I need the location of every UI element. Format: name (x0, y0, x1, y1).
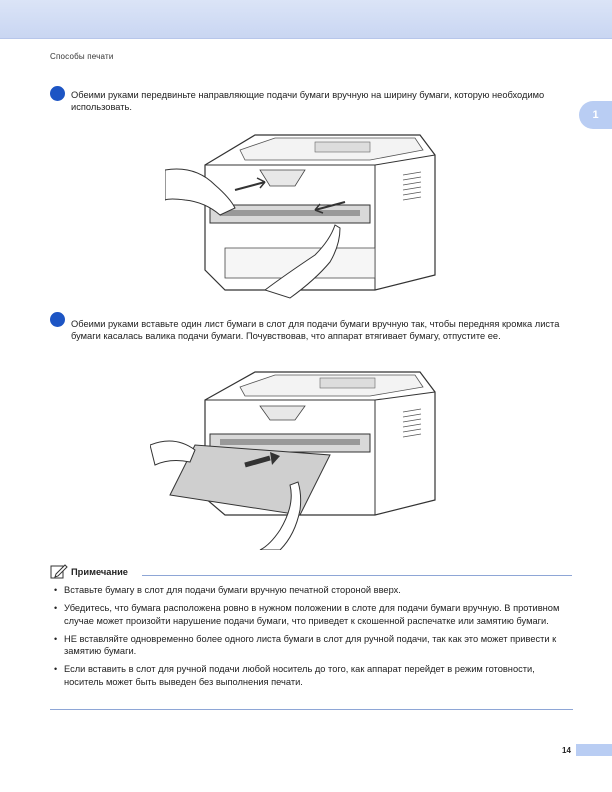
note-list: Вставьте бумагу в слот для подачи бумаги… (54, 584, 566, 694)
printer-illustration-guides (165, 134, 436, 299)
page-number-band (576, 744, 612, 756)
header-band (0, 0, 612, 39)
step-1-text: Обеими руками передвиньте направляющие п… (71, 90, 545, 112)
page-number: 14 (562, 746, 571, 755)
step-2-text: Обеими руками вставьте один лист бумаги … (71, 319, 560, 341)
note-item: Убедитесь, что бумага расположена ровно … (54, 602, 566, 627)
note-top-rule (142, 575, 572, 576)
running-head: Способы печати (50, 52, 114, 61)
note-title: Примечание (71, 567, 128, 577)
chapter-tab: 1 (579, 101, 612, 129)
step-bullet-1 (50, 86, 65, 101)
note-item: Если вставить в слот для ручной подачи л… (54, 663, 566, 688)
printer-illustration-insert-paper (150, 371, 436, 550)
note-pencil-icon (50, 564, 68, 579)
step-bullet-2 (50, 312, 65, 327)
note-bottom-rule (50, 709, 573, 710)
note-item: НЕ вставляйте одновременно более одного … (54, 633, 566, 658)
note-header: Примечание (50, 563, 573, 579)
note-item: Вставьте бумагу в слот для подачи бумаги… (54, 584, 566, 597)
